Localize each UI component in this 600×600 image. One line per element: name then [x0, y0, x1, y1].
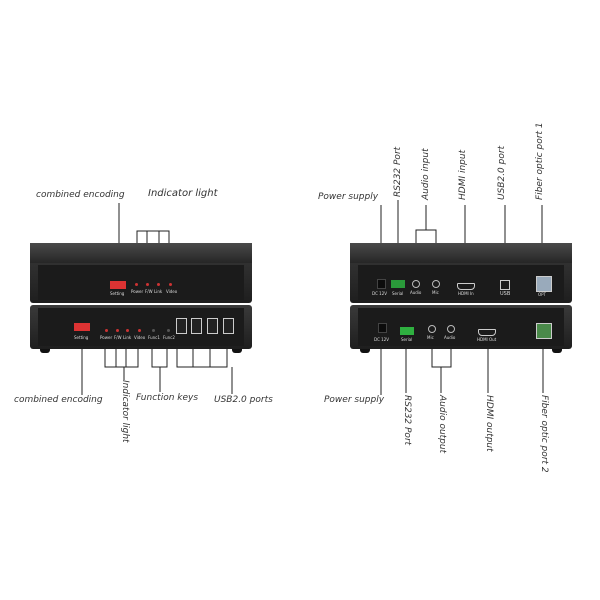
audio-jack[interactable]: [412, 280, 420, 288]
dip-switch[interactable]: [110, 281, 126, 289]
label-opt: OPT: [538, 292, 547, 297]
led-link: [157, 283, 160, 286]
label-video: Video: [134, 335, 146, 340]
callout-combined-encoding-top: combined encoding: [36, 190, 125, 200]
label-func2: Func2: [163, 335, 175, 340]
label-fw: F/W: [114, 335, 122, 340]
callout-hdmi-input: HDMI input: [458, 149, 468, 200]
func1-key[interactable]: [152, 329, 155, 332]
dc-jack[interactable]: [377, 279, 386, 289]
hdmi-in-port[interactable]: [457, 283, 475, 290]
callout-usb-port: USB2.0 port: [497, 145, 507, 200]
left-top-unit: Setting Power F/W Link Video: [30, 243, 252, 303]
label-link: Link: [123, 335, 132, 340]
callout-fiber-port-1: Fiber optic port 1: [535, 122, 545, 200]
callout-combined-encoding-bottom: combined encoding: [14, 395, 103, 405]
led-video: [169, 283, 172, 286]
label-dc: DC 12V: [374, 337, 389, 342]
func2-key[interactable]: [167, 329, 170, 332]
label-video: Video: [166, 289, 178, 294]
label-power: Power: [131, 289, 144, 294]
leader-indicator-bottom: [104, 338, 139, 380]
callout-power-supply-bottom: Power supply: [324, 395, 385, 405]
right-top-unit: DC 12V Serial Audio Mic HDMI In USB OPT: [350, 243, 572, 303]
led-fw: [146, 283, 149, 286]
callout-power-supply-top: Power supply: [318, 192, 379, 202]
label-audio: Audio: [410, 290, 422, 295]
callout-audio-input: Audio input: [421, 148, 431, 200]
label-mic: Mic: [432, 290, 439, 295]
label-audio: Audio: [444, 335, 456, 340]
label-setting: Setting: [74, 335, 89, 340]
callout-indicator-light-bottom: Indicator light: [120, 380, 130, 443]
label-hdmi-out: HDMI Out: [477, 337, 497, 342]
led-video: [138, 329, 141, 332]
usb-port-1[interactable]: [176, 318, 187, 334]
label-usb: USB: [500, 291, 511, 297]
fiber-port-2[interactable]: [536, 323, 552, 339]
callout-audio-output: Audio output: [437, 395, 447, 454]
usb-port-3[interactable]: [207, 318, 218, 334]
led-power: [135, 283, 138, 286]
callout-rs232-bottom: RS232 Port: [402, 395, 412, 446]
hdmi-out-port[interactable]: [478, 329, 496, 336]
fiber-port-1[interactable]: [536, 276, 552, 292]
label-power: Power: [100, 335, 113, 340]
callout-fiber-port-2: Fiber optic port 2: [539, 395, 549, 473]
leader-audio-output: [431, 335, 452, 393]
label-link: Link: [154, 289, 163, 294]
usb-b-port[interactable]: [500, 280, 510, 290]
label-setting: Setting: [110, 291, 125, 296]
callout-function-keys: Function keys: [136, 393, 199, 403]
callout-indicator-light-top: Indicator light: [148, 188, 218, 199]
serial-terminal[interactable]: [391, 280, 405, 288]
callout-usb-ports: USB2.0 ports: [214, 395, 273, 405]
label-func1: Func1: [148, 335, 160, 340]
leader-function-keys: [151, 338, 168, 392]
left-bottom-unit: Setting Power F/W Link Video Func1 Func2: [30, 305, 252, 349]
mic-jack[interactable]: [432, 280, 440, 288]
label-serial: Serial: [401, 337, 413, 342]
label-serial: Serial: [392, 291, 404, 296]
mic-jack[interactable]: [428, 325, 436, 333]
led-link: [126, 329, 129, 332]
led-fw: [116, 329, 119, 332]
usb-port-4[interactable]: [223, 318, 234, 334]
usb-port-2[interactable]: [191, 318, 202, 334]
label-hdmi-in: HDMI In: [458, 291, 474, 296]
dc-jack[interactable]: [378, 323, 387, 333]
leader-usb-ports: [176, 343, 233, 394]
label-mic: Mic: [427, 335, 434, 340]
label-dc: DC 12V: [372, 291, 387, 296]
right-bottom-unit: DC 12V Serial Mic Audio HDMI Out: [350, 305, 572, 349]
dip-switch[interactable]: [74, 323, 90, 331]
callout-hdmi-output: HDMI output: [484, 395, 494, 452]
led-power: [105, 329, 108, 332]
audio-jack[interactable]: [447, 325, 455, 333]
serial-terminal[interactable]: [400, 327, 414, 335]
label-fw: F/W: [145, 289, 153, 294]
callout-rs232-top: RS232 Port: [393, 146, 403, 197]
